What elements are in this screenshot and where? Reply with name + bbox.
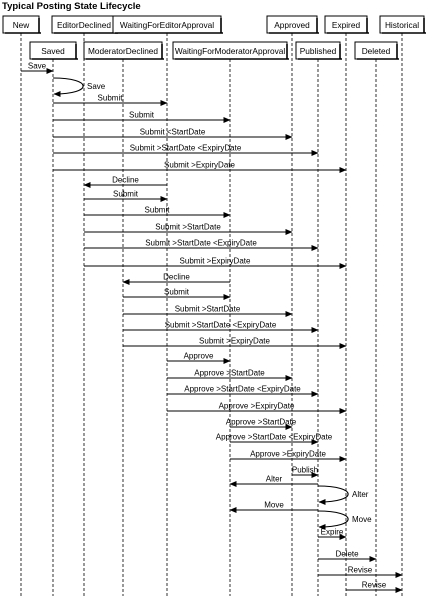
transition-19: Approve >StartDate: [167, 369, 293, 381]
transition-label: Submit >StartDate <ExpiryDate: [130, 144, 242, 153]
state-box-new: New: [2, 15, 41, 34]
transition-label: Submit >ExpiryDate: [180, 257, 251, 266]
transition-22: Approve >StartDate: [226, 418, 297, 430]
transition-4: Submit <StartDate: [53, 128, 293, 140]
transition-12: Submit >ExpiryDate: [84, 257, 347, 269]
state-label: ModeratorDeclined: [88, 46, 158, 56]
transition-label: Expire: [321, 528, 344, 537]
transition-25: Publish: [292, 466, 319, 478]
transition-label: Move: [264, 501, 284, 510]
transition-label: Alter: [266, 475, 283, 484]
transition-23: Approve >StartDate <ExpiryDate: [216, 433, 333, 445]
transition-27: Alter: [317, 485, 369, 505]
transition-8: Submit: [84, 190, 168, 202]
transition-17: Submit >ExpiryDate: [123, 337, 347, 349]
transition-label: Decline: [112, 176, 139, 185]
transition-15: Submit >StartDate: [123, 305, 293, 317]
transition-18: Approve: [167, 352, 231, 364]
transition-label: Submit <StartDate: [140, 128, 206, 137]
state-box-waiting-moderator: WaitingForModeratorApproval: [172, 41, 289, 60]
state-label: Expired: [332, 20, 361, 30]
transition-14: Submit: [123, 288, 231, 300]
transition-label: Save: [28, 62, 47, 71]
transition-21: Approve >ExpiryDate: [167, 402, 347, 414]
transition-label: Submit: [129, 111, 155, 120]
state-box-deleted: Deleted: [354, 41, 399, 60]
state-label: WaitingForEditorApproval: [120, 20, 214, 30]
transition-label: Submit >StartDate <ExpiryDate: [165, 321, 277, 330]
state-label: Published: [300, 46, 337, 56]
transition-10: Submit >StartDate: [84, 223, 293, 235]
transition-0: Save: [21, 62, 54, 74]
transition-label: Approve >StartDate: [226, 418, 297, 427]
transition-label: Submit: [145, 206, 171, 215]
transition-29: Move: [317, 510, 372, 530]
transition-label: Submit >ExpiryDate: [199, 337, 270, 346]
state-box-editor-declined: EditorDeclined: [51, 15, 118, 34]
transition-label: Save: [87, 82, 106, 91]
transition-label: Move: [352, 515, 372, 524]
transition-arrow: [317, 485, 349, 505]
transition-26: Alter: [229, 475, 318, 487]
transition-label: Approve: [184, 352, 214, 361]
state-label: EditorDeclined: [57, 20, 111, 30]
state-box-moderator-declined: ModeratorDeclined: [83, 41, 164, 60]
transition-33: Revise: [346, 581, 403, 593]
transition-label: Submit: [98, 94, 124, 103]
state-box-saved: Saved: [29, 41, 78, 60]
transition-20: Approve >StartDate <ExpiryDate: [167, 385, 319, 397]
transition-28: Move: [229, 501, 318, 513]
transition-31: Delete: [318, 550, 377, 562]
transition-6: Submit >ExpiryDate: [53, 161, 347, 173]
state-box-expired: Expired: [324, 15, 369, 34]
transition-label: Publish: [292, 466, 318, 475]
transition-3: Submit: [53, 111, 231, 123]
transition-24: Approve >ExpiryDate: [230, 450, 347, 462]
transition-2: Submit: [53, 94, 168, 106]
transition-label: Approve >StartDate <ExpiryDate: [184, 385, 301, 394]
transition-16: Submit >StartDate <ExpiryDate: [123, 321, 319, 333]
state-box-waiting-editor: WaitingForEditorApproval: [112, 15, 223, 34]
transition-32: Revise: [318, 566, 403, 578]
transition-label: Revise: [362, 581, 387, 590]
diagram-title: Typical Posting State Lifecycle: [2, 1, 141, 12]
state-label: Saved: [41, 46, 65, 56]
transition-13: Decline: [122, 273, 230, 285]
transition-label: Submit: [113, 190, 139, 199]
transition-label: Submit >StartDate: [155, 223, 221, 232]
transition-7: Decline: [83, 176, 167, 188]
transition-label: Submit >StartDate: [175, 305, 241, 314]
state-label: WaitingForModeratorApproval: [175, 46, 286, 56]
transition-label: Approve >ExpiryDate: [219, 402, 295, 411]
transition-arrow: [52, 77, 84, 97]
state-label: Deleted: [362, 46, 391, 56]
transition-label: Approve >StartDate: [194, 369, 265, 378]
transition-label: Revise: [348, 566, 373, 575]
transition-9: Submit: [84, 206, 231, 218]
transition-label: Approve >StartDate <ExpiryDate: [216, 433, 333, 442]
state-label: New: [13, 20, 31, 30]
state-box-published: Published: [295, 41, 342, 60]
transition-1: Save: [52, 77, 106, 97]
state-label: Historical: [385, 20, 419, 30]
transition-label: Submit >StartDate <ExpiryDate: [145, 239, 257, 248]
transition-label: Decline: [163, 273, 190, 282]
state-box-approved: Approved: [266, 15, 319, 34]
transition-label: Approve >ExpiryDate: [250, 450, 326, 459]
state-label: Approved: [274, 20, 310, 30]
transition-11: Submit >StartDate <ExpiryDate: [84, 239, 319, 251]
transition-label: Alter: [352, 490, 369, 499]
transition-arrow: [317, 510, 349, 530]
transition-label: Submit >ExpiryDate: [164, 161, 235, 170]
transition-5: Submit >StartDate <ExpiryDate: [53, 144, 319, 156]
transition-label: Delete: [335, 550, 359, 559]
state-box-historical: Historical: [379, 15, 426, 34]
transition-label: Submit: [164, 288, 190, 297]
transition-30: Expire: [318, 528, 347, 540]
